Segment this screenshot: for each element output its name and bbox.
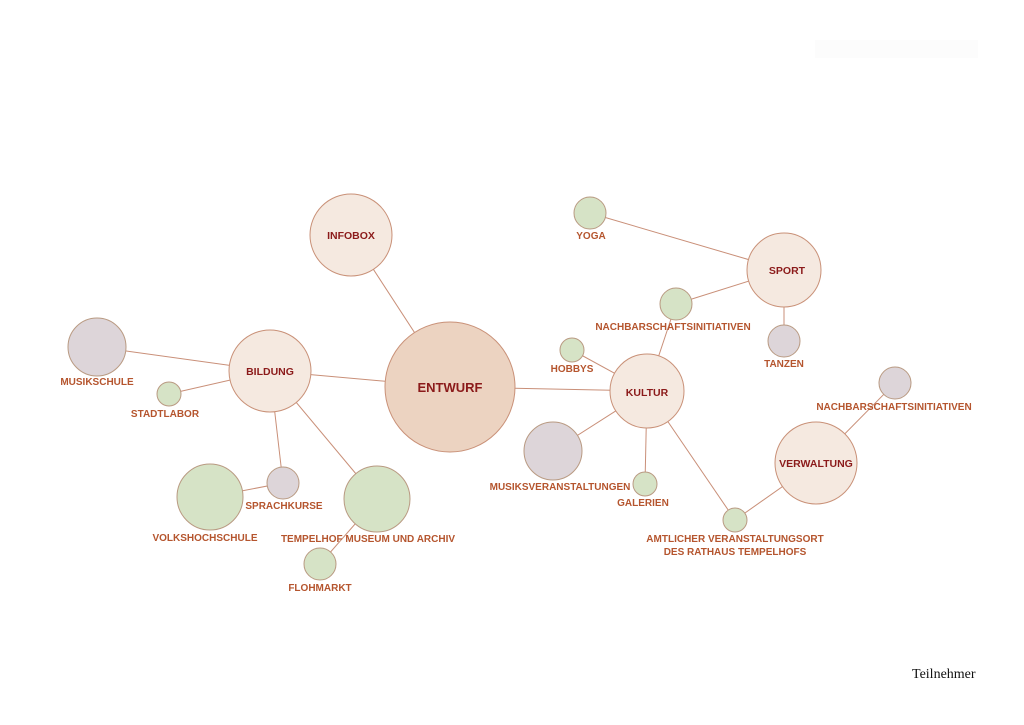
node-label-tanzen: TANZEN bbox=[764, 359, 804, 370]
node-amtlicher: AMTLICHER VERANSTALTUNGSORT DES RATHAUS T… bbox=[646, 507, 824, 558]
node-label-entwurf: ENTWURF bbox=[418, 380, 483, 395]
nodes: ENTWURF INFOBOX BILDUNG KULTUR SPORT VERWALTU… bbox=[60, 193, 972, 594]
node-circle-bildung bbox=[228, 329, 312, 413]
node-nachbar1: NACHBARSCHAFTSINITIATIVEN bbox=[595, 287, 751, 333]
node-circle-stadtlabor bbox=[156, 381, 182, 407]
node-label-stadtlabor: STADTLABOR bbox=[131, 409, 200, 420]
node-circle-infobox bbox=[309, 193, 393, 277]
node-label-yoga: YOGA bbox=[576, 231, 605, 242]
faint-header-box bbox=[815, 40, 978, 58]
node-label-flohmarkt: FLOHMARKT bbox=[288, 583, 351, 594]
node-circle-volkshochschule bbox=[176, 463, 244, 531]
node-galerien: GALERIEN bbox=[617, 471, 669, 509]
node-label-verwaltung: VERWALTUNG bbox=[779, 458, 853, 470]
node-circle-musikschule bbox=[67, 317, 127, 377]
node-circle-hobbys bbox=[559, 337, 585, 363]
node-label-volkshochschule: VOLKSHOCHSCHULE bbox=[152, 533, 257, 544]
node-circle-amtlicher bbox=[722, 507, 748, 533]
node-label-amtlicher: DES RATHAUS TEMPELHOFS bbox=[664, 547, 807, 558]
node-circle-tempelhof bbox=[343, 465, 411, 533]
node-tempelhof: TEMPELHOF MUSEUM UND ARCHIV bbox=[281, 465, 455, 545]
node-musiksv: MUSIKSVERANSTALTUNGEN bbox=[490, 421, 631, 493]
node-sprachkurse: SPRACHKURSE bbox=[245, 466, 323, 512]
node-label-infobox: INFOBOX bbox=[327, 230, 375, 242]
node-circle-flohmarkt bbox=[303, 547, 337, 581]
node-label-sport: SPORT bbox=[769, 265, 806, 277]
node-tanzen: TANZEN bbox=[764, 324, 804, 370]
node-hobbys: HOBBYS bbox=[551, 337, 594, 375]
node-sport: SPORT bbox=[746, 232, 822, 308]
node-bildung: BILDUNG bbox=[228, 329, 312, 413]
node-kultur: KULTUR bbox=[609, 353, 685, 429]
node-label-nachbar1: NACHBARSCHAFTSINITIATIVEN bbox=[595, 322, 750, 333]
node-volkshochschule: VOLKSHOCHSCHULE bbox=[152, 463, 258, 544]
node-label-musikschule: MUSIKSCHULE bbox=[60, 377, 134, 388]
node-circle-musiksv bbox=[523, 421, 583, 481]
legend-teilnehmer: Teilnehmer bbox=[912, 667, 976, 682]
node-circle-kultur bbox=[609, 353, 685, 429]
node-label-galerien: GALERIEN bbox=[617, 498, 669, 509]
node-circle-sprachkurse bbox=[266, 466, 300, 500]
node-nachbar2: NACHBARSCHAFTSINITIATIVEN bbox=[816, 366, 972, 413]
node-label-sprachkurse: SPRACHKURSE bbox=[245, 501, 323, 512]
node-label-kultur: KULTUR bbox=[626, 387, 669, 399]
node-infobox: INFOBOX bbox=[309, 193, 393, 277]
node-circle-nachbar1 bbox=[659, 287, 693, 321]
node-musikschule: MUSIKSCHULE bbox=[60, 317, 134, 388]
node-label-tempelhof: TEMPELHOF MUSEUM UND ARCHIV bbox=[281, 534, 455, 545]
node-circle-verwaltung bbox=[774, 421, 858, 505]
node-yoga: YOGA bbox=[573, 196, 607, 242]
node-entwurf: ENTWURF bbox=[384, 321, 516, 453]
node-circle-tanzen bbox=[767, 324, 801, 358]
node-flohmarkt: FLOHMARKT bbox=[288, 547, 352, 594]
node-verwaltung: VERWALTUNG bbox=[774, 421, 858, 505]
node-label-nachbar2: NACHBARSCHAFTSINITIATIVEN bbox=[816, 402, 971, 413]
node-circle-galerien bbox=[632, 471, 658, 497]
node-stadtlabor: STADTLABOR bbox=[131, 381, 200, 420]
node-label-hobbys: HOBBYS bbox=[551, 364, 594, 375]
node-circle-yoga bbox=[573, 196, 607, 230]
node-circle-nachbar2 bbox=[878, 366, 912, 400]
node-label-amtlicher: AMTLICHER VERANSTALTUNGSORT bbox=[646, 534, 823, 545]
node-label-musiksv: MUSIKSVERANSTALTUNGEN bbox=[490, 482, 631, 493]
node-circle-entwurf bbox=[384, 321, 516, 453]
node-label-bildung: BILDUNG bbox=[246, 366, 294, 378]
node-circle-sport bbox=[746, 232, 822, 308]
